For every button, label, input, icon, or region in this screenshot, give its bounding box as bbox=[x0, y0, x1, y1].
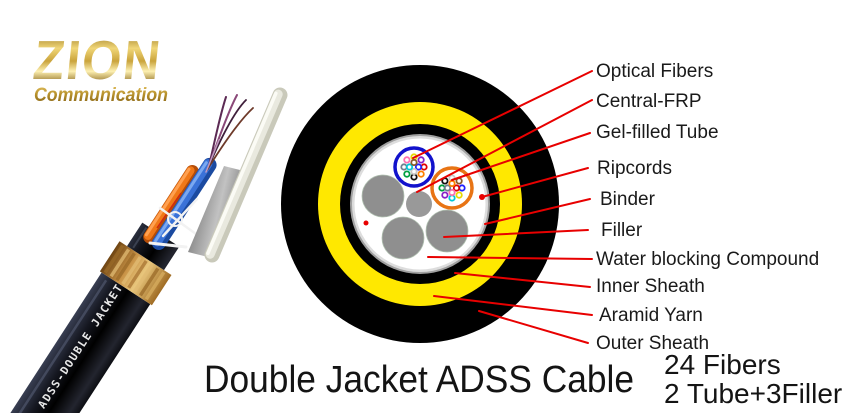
cable-jacket-highlight bbox=[18, 279, 108, 413]
orange-tube-fibers bbox=[438, 174, 466, 202]
leader-line-water-blocking bbox=[427, 256, 593, 260]
annotation-labels: Optical Fibers Central-FRP Gel-filled Tu… bbox=[596, 61, 819, 354]
zion-logo: ZION Communication bbox=[30, 29, 168, 106]
label-outer-sheath: Outer Sheath bbox=[596, 333, 709, 354]
filler-rods bbox=[361, 174, 469, 260]
label-filler: Filler bbox=[601, 220, 643, 241]
label-central-frp: Central-FRP bbox=[596, 91, 702, 112]
cable-inner-sheath-highlight bbox=[132, 227, 148, 249]
leader-line-gel-filled-tube bbox=[451, 132, 591, 181]
cross-section bbox=[281, 65, 559, 343]
cable-optical-fibers bbox=[205, 94, 254, 173]
label-water-blocking: Water blocking Compound bbox=[596, 249, 819, 270]
leader-lines bbox=[412, 70, 593, 344]
central-frp bbox=[406, 191, 432, 217]
leader-line-binder bbox=[484, 198, 591, 225]
cable-frp-rod bbox=[204, 87, 288, 263]
leader-line-outer-sheath bbox=[478, 310, 589, 344]
label-optical-fibers: Optical Fibers bbox=[596, 61, 713, 82]
label-aramid-yarn: Aramid Yarn bbox=[599, 305, 703, 326]
logo-title: ZION bbox=[30, 29, 164, 91]
label-inner-sheath: Inner Sheath bbox=[596, 276, 705, 297]
leader-line-optical-fibers bbox=[412, 70, 593, 159]
cable-outer-jacket bbox=[10, 272, 151, 413]
cable-ripcord-thread bbox=[156, 192, 182, 229]
blue-gel-tube bbox=[393, 146, 435, 188]
cable-orange-tube bbox=[143, 165, 199, 244]
leader-line-central-frp bbox=[416, 99, 593, 193]
footer-spec-fibers: 24 Fibers bbox=[664, 349, 781, 380]
cable-photo: ADSS-DOUBLE JACKET bbox=[10, 87, 288, 413]
cable-aramid-wrap-texture bbox=[103, 244, 166, 301]
label-gel-filled-tube: Gel-filled Tube bbox=[596, 122, 719, 143]
label-binder: Binder bbox=[600, 189, 656, 210]
cable-foil-wedge bbox=[188, 166, 240, 258]
leader-line-inner-sheath bbox=[454, 272, 591, 288]
ripcord-dot-left bbox=[363, 220, 369, 226]
label-ripcords: Ripcords bbox=[597, 158, 672, 179]
leader-line-ripcords bbox=[481, 167, 589, 198]
footer-spec-tubes: 2 Tube+3Filler bbox=[664, 378, 842, 409]
logo-subtitle: Communication bbox=[34, 85, 168, 106]
footer-title: Double Jacket ADSS Cable bbox=[204, 359, 634, 401]
leader-line-filler bbox=[443, 229, 589, 238]
cable-binder-yarns bbox=[148, 197, 199, 249]
leader-line-aramid-yarn bbox=[433, 295, 593, 316]
blue-tube-fibers bbox=[400, 153, 428, 181]
